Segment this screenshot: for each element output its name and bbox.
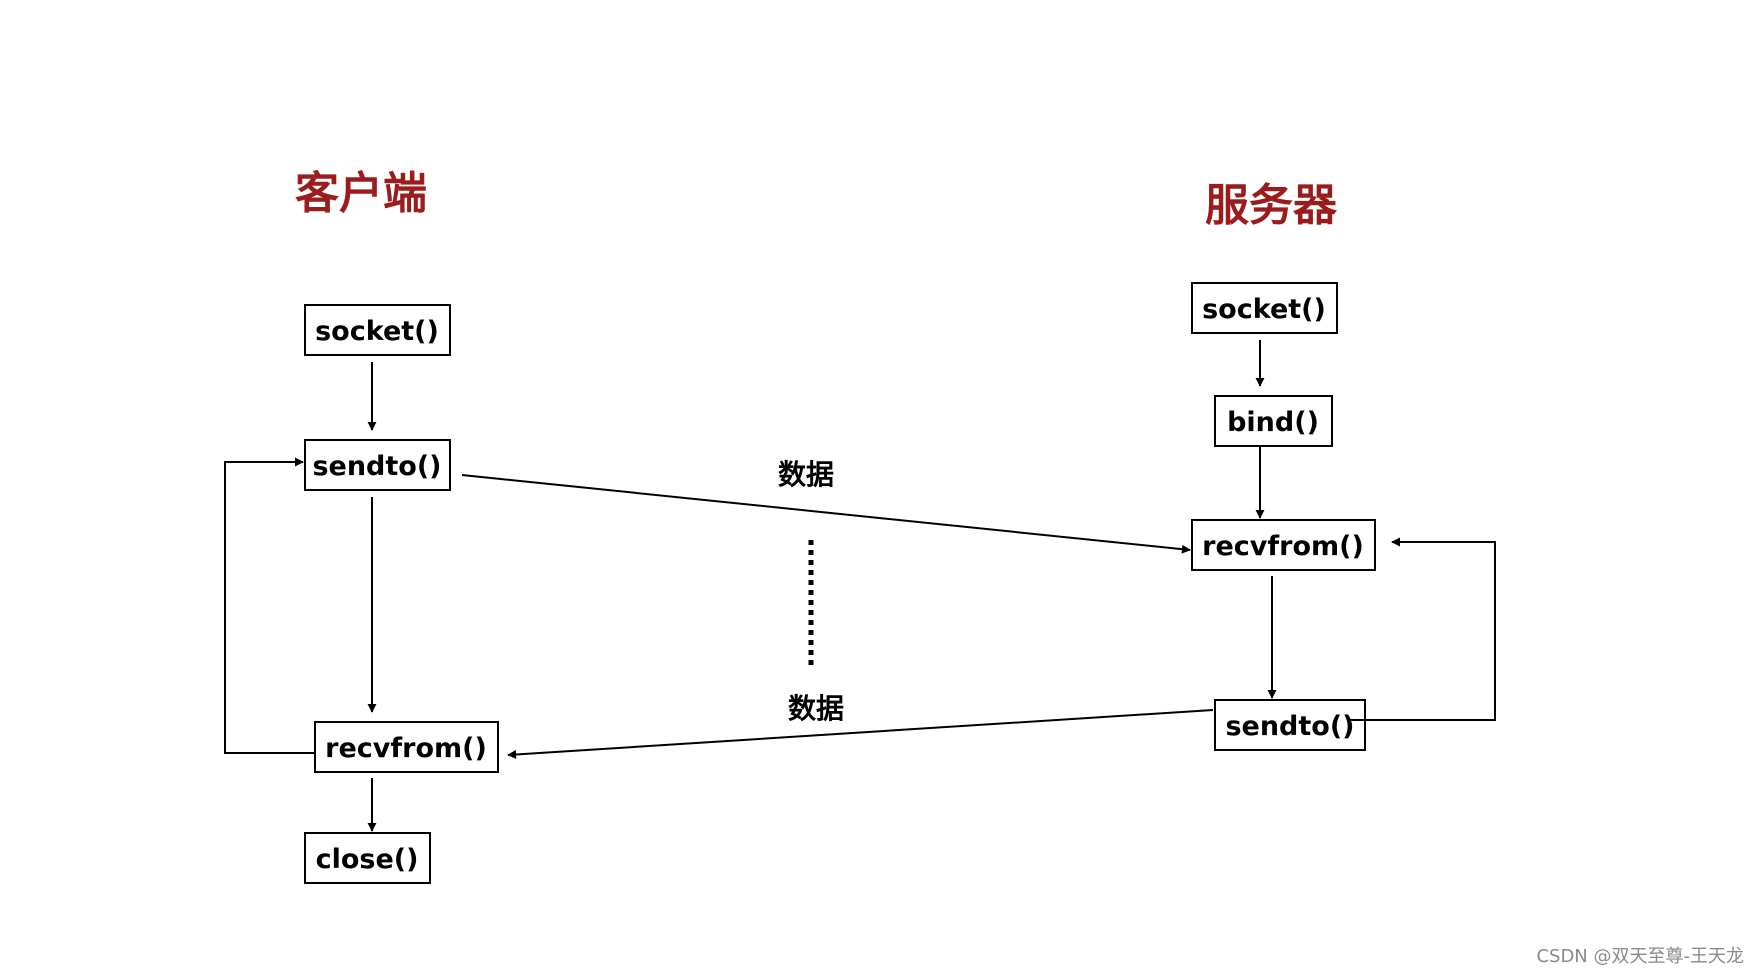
client-recvfrom-label: recvfrom() <box>325 733 487 764</box>
arrow-data-client-to-server <box>461 474 1191 554</box>
server-bind-label: bind() <box>1227 407 1319 438</box>
arrow-server-loop <box>1348 537 1496 721</box>
csdn-watermark: CSDN @双天至尊-王天龙 <box>1536 946 1744 967</box>
server-sendto-label: sendto() <box>1225 711 1354 742</box>
client-socket-label: socket() <box>315 316 439 347</box>
data-label-to-client: 数据 <box>788 692 844 725</box>
client-sendto-label: sendto() <box>312 451 441 482</box>
client-title: 客户端 <box>295 168 427 219</box>
server-socket-box: socket() <box>1191 282 1338 334</box>
client-sendto-box: sendto() <box>304 439 451 491</box>
server-socket-label: socket() <box>1202 294 1326 325</box>
server-sendto-box: sendto() <box>1214 699 1366 751</box>
arrow-data-server-to-client <box>507 709 1214 759</box>
server-recvfrom-label: recvfrom() <box>1202 531 1364 562</box>
client-socket-box: socket() <box>304 304 451 356</box>
server-recvfrom-box: recvfrom() <box>1191 519 1376 571</box>
client-close-box: close() <box>304 832 431 884</box>
server-title: 服务器 <box>1205 180 1338 231</box>
data-label-to-server: 数据 <box>778 458 834 491</box>
arrow-client-loop <box>224 457 315 754</box>
server-bind-box: bind() <box>1214 395 1333 447</box>
client-recvfrom-box: recvfrom() <box>314 721 499 773</box>
client-close-label: close() <box>316 844 419 875</box>
